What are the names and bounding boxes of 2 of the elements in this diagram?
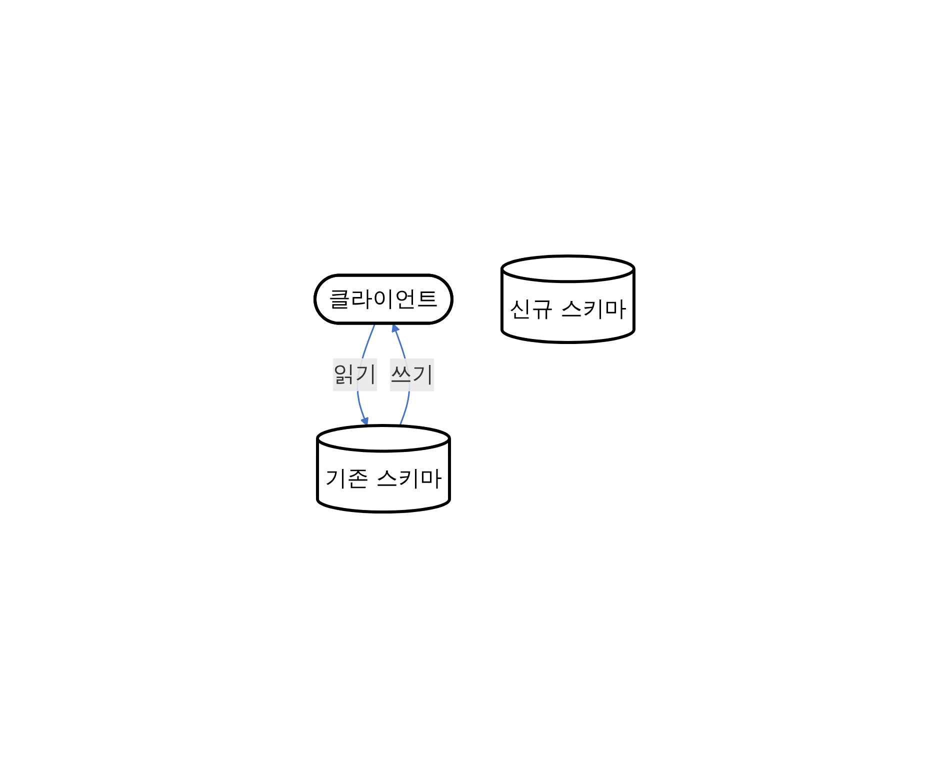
edge-label: 읽기: [333, 362, 378, 388]
edge-label: 쓰기: [390, 362, 434, 388]
